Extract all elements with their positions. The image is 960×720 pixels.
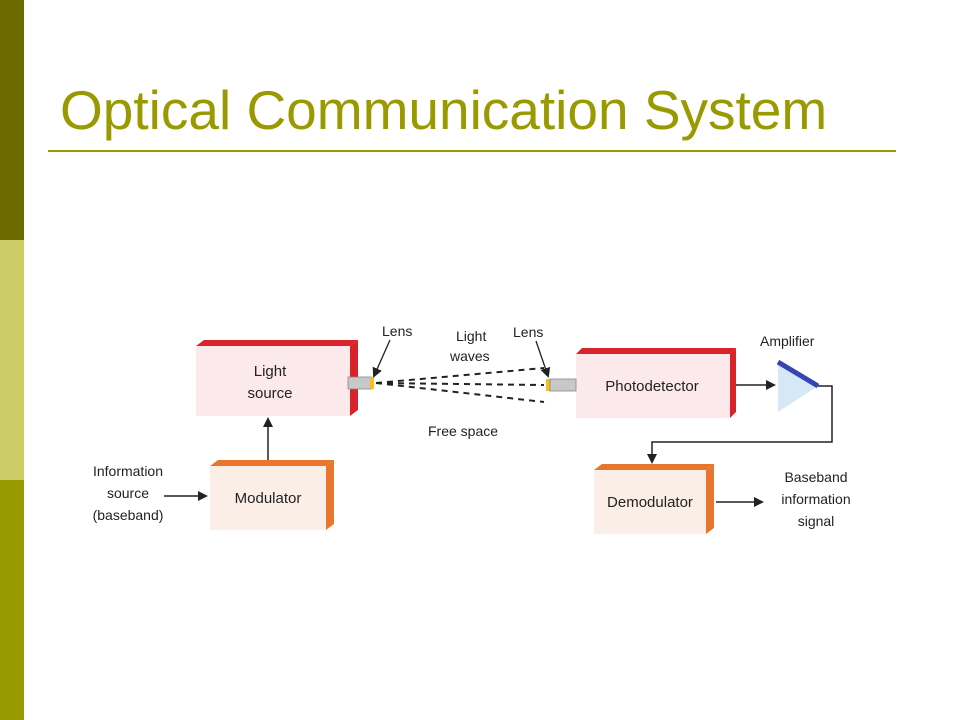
right-lens (546, 378, 577, 392)
lens-right-label: Lens (513, 324, 543, 340)
svg-text:Information: Information (93, 463, 163, 479)
baseband-output-label: Baseband information signal (781, 469, 850, 529)
lens-left-label: Lens (382, 323, 412, 339)
information-source-label: Information source (baseband) (93, 463, 164, 523)
optical-system-diagram: Light source Modulator Photodetector Dem… (60, 318, 880, 558)
lens-right-pointer (535, 340, 551, 378)
demodulator-label: Demodulator (607, 494, 693, 511)
amplifier-label: Amplifier (760, 333, 815, 349)
photodetector-label: Photodetector (605, 378, 698, 395)
svg-text:source: source (107, 485, 149, 501)
light-source-block: Light source (196, 340, 358, 416)
amplifier-symbol (776, 359, 820, 412)
demodulator-block: Demodulator (594, 464, 714, 534)
svg-text:information: information (781, 491, 850, 507)
sidebar-accent-top (0, 0, 24, 240)
slide-title: Optical Communication System (60, 79, 828, 141)
light-source-label-line2: source (247, 385, 292, 402)
photodetector-block: Photodetector (576, 348, 736, 418)
free-space-label: Free space (428, 423, 498, 439)
light-source-label-line1: Light (254, 363, 287, 380)
modulator-label: Modulator (235, 490, 302, 507)
svg-text:signal: signal (798, 513, 835, 529)
svg-text:(baseband): (baseband) (93, 507, 164, 523)
amplifier-to-demodulator-arrow (647, 385, 833, 464)
left-lens (347, 376, 374, 390)
sidebar-accent-middle (0, 240, 24, 480)
light-waves-label-line1: Light (456, 328, 486, 344)
modulator-block: Modulator (210, 460, 334, 530)
svg-text:Baseband: Baseband (784, 469, 847, 485)
title-underline (48, 150, 896, 152)
lens-left-pointer (372, 339, 391, 378)
light-waves-label-line2: waves (449, 348, 490, 364)
sidebar-accent-bottom (0, 480, 24, 720)
light-waves-beams (375, 367, 545, 403)
